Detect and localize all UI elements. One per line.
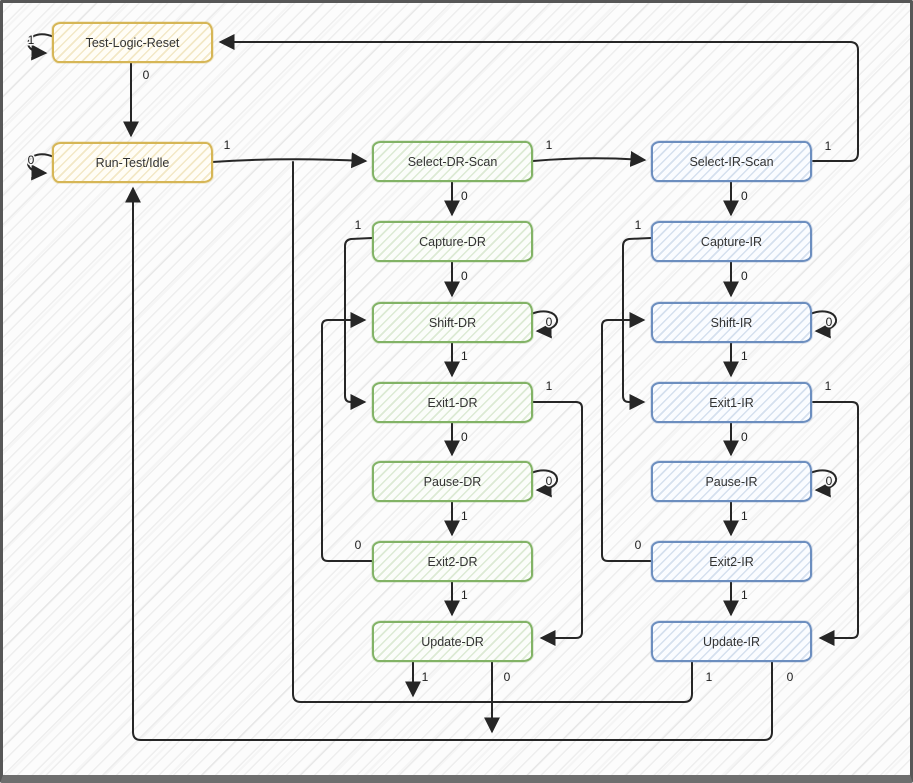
transition-label: 0: [787, 670, 794, 684]
edge-rti-to-seldr: [211, 152, 368, 169]
transition-label: 1: [546, 379, 553, 393]
state-update-ir[interactable]: Update-IR: [651, 621, 812, 662]
state-label: Select-IR-Scan: [689, 154, 774, 169]
state-label: Update-DR: [421, 634, 484, 649]
state-select-dr-scan[interactable]: Select-DR-Scan: [372, 141, 533, 182]
state-update-dr[interactable]: Update-DR: [372, 621, 533, 662]
state-shift-dr[interactable]: Shift-DR: [372, 302, 533, 343]
state-exit1-dr[interactable]: Exit1-DR: [372, 382, 533, 423]
transition-label: 1: [355, 218, 362, 232]
state-label: Exit1-IR: [709, 395, 754, 410]
transition-label: 1: [422, 670, 429, 684]
transition-label: 0: [741, 189, 748, 203]
state-test-logic-reset[interactable]: Test-Logic-Reset: [52, 22, 213, 63]
state-label: Exit1-DR: [427, 395, 478, 410]
state-select-ir-scan[interactable]: Select-IR-Scan: [651, 141, 812, 182]
transition-label: 0: [546, 474, 553, 488]
transition-label: 0: [461, 269, 468, 283]
state-exit2-ir[interactable]: Exit2-IR: [651, 541, 812, 582]
edge-exit2dr-to-shiftdr: [321, 312, 373, 562]
transition-label: 1: [461, 588, 468, 602]
transition-label: 0: [826, 474, 833, 488]
edge-shiftir-self: [809, 310, 837, 339]
edge-exit2ir-to-shiftir: [601, 312, 652, 562]
transition-label: 1: [741, 509, 748, 523]
transition-label: 0: [355, 538, 362, 552]
transition-label: 0: [741, 430, 748, 444]
transition-label: 0: [143, 68, 150, 82]
transition-label: 1: [461, 349, 468, 363]
edge-updateir-to-rti: [125, 186, 773, 741]
transition-label: 0: [461, 430, 468, 444]
state-shift-ir[interactable]: Shift-IR: [651, 302, 812, 343]
state-label: Exit2-DR: [427, 554, 478, 569]
transition-label: 1: [546, 138, 553, 152]
transition-label: 1: [706, 670, 713, 684]
state-label: Shift-IR: [710, 315, 753, 330]
transition-label: 1: [461, 509, 468, 523]
transition-label: 1: [741, 349, 748, 363]
state-label: Capture-IR: [700, 234, 763, 249]
edge-shiftdr-self: [530, 310, 558, 339]
state-label: Shift-DR: [428, 315, 477, 330]
transition-label: 0: [741, 269, 748, 283]
transition-label: 1: [635, 218, 642, 232]
transition-label: 1: [224, 138, 231, 152]
state-label: Update-IR: [703, 634, 760, 649]
state-pause-ir[interactable]: Pause-IR: [651, 461, 812, 502]
state-pause-dr[interactable]: Pause-DR: [372, 461, 533, 502]
edge-pausedr-self: [530, 469, 558, 498]
transition-label: 0: [504, 670, 511, 684]
transition-label: 0: [546, 315, 553, 329]
state-capture-dr[interactable]: Capture-DR: [372, 221, 533, 262]
transition-label: 1: [825, 379, 832, 393]
edge-tlr-self: [27, 33, 55, 61]
transition-label: 0: [826, 315, 833, 329]
state-label: Pause-IR: [705, 474, 758, 489]
state-label: Test-Logic-Reset: [85, 35, 180, 50]
edge-updateir-to-seldr: [292, 161, 693, 703]
edge-exit1dr-to-updatedr: [532, 401, 583, 646]
state-run-test-idle[interactable]: Run-Test/Idle: [52, 142, 213, 183]
edge-selir-to-tlr: [218, 34, 859, 162]
edge-exit1ir-to-updateir: [812, 401, 859, 646]
edge-rti-self: [27, 153, 55, 181]
transition-label: 1: [741, 588, 748, 602]
transition-label: 1: [28, 33, 35, 47]
state-label: Exit2-IR: [709, 554, 754, 569]
edge-seldr-to-selir: [532, 151, 647, 167]
transition-label: 0: [461, 189, 468, 203]
transition-label: 0: [635, 538, 642, 552]
state-exit1-ir[interactable]: Exit1-IR: [651, 382, 812, 423]
state-capture-ir[interactable]: Capture-IR: [651, 221, 812, 262]
transition-label: 1: [825, 139, 832, 153]
state-label: Capture-DR: [419, 234, 486, 249]
state-label: Pause-DR: [423, 474, 482, 489]
edge-pauseir-self: [809, 469, 837, 498]
transition-label: 0: [28, 153, 35, 167]
state-label: Run-Test/Idle: [95, 155, 170, 170]
state-label: Select-DR-Scan: [407, 154, 498, 169]
state-exit2-dr[interactable]: Exit2-DR: [372, 541, 533, 582]
